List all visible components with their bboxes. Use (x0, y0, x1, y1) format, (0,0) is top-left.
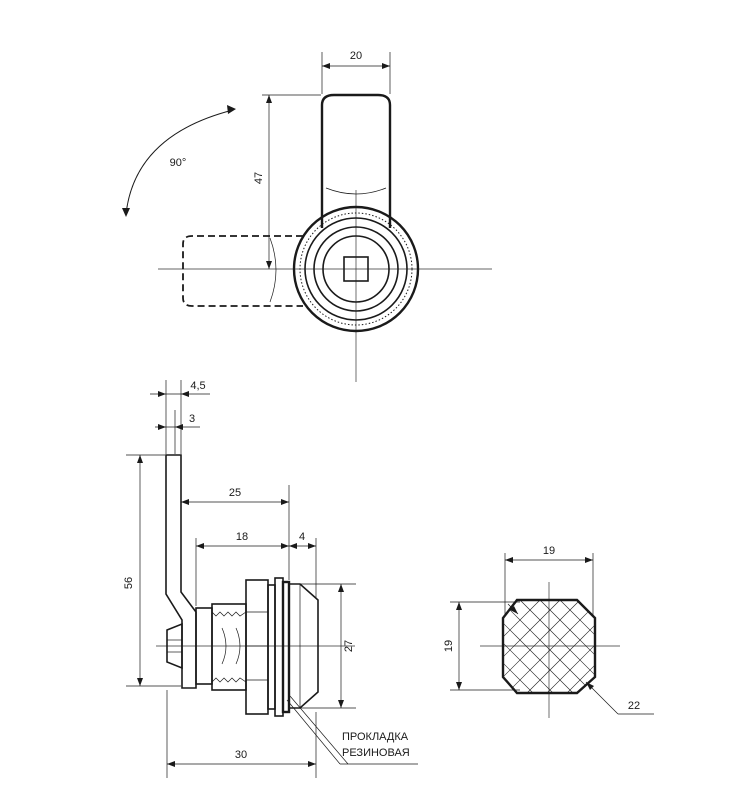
dim-30-arrow-right (308, 761, 316, 767)
cutout-dim-diag-label: 22 (628, 700, 640, 712)
cam-lever-rotated-outline (182, 235, 303, 307)
head-knurl-ring (299, 212, 413, 326)
thread-inner-1 (221, 627, 227, 665)
dim-30-label: 30 (235, 749, 247, 761)
rotation-arrow-bottom (122, 208, 130, 217)
rotation-arrow-top (227, 105, 236, 114)
rotation-angle-label: 90° (170, 157, 187, 169)
dim-56-arrow-top (137, 455, 143, 463)
dim-27-arrow-top (338, 584, 344, 592)
cutout-dim-width-label: 19 (543, 545, 555, 557)
gasket-leader-1 (286, 699, 341, 765)
square-key-slot (343, 256, 369, 282)
rotation-arc (125, 109, 234, 215)
dim-25-arrow-left (181, 499, 189, 505)
washer-2 (274, 577, 284, 717)
dim-20-arrow-right (382, 63, 390, 69)
gasket-leader-2 (289, 695, 349, 765)
dim-56-arrow-bottom (137, 678, 143, 686)
dim-47-label: 47 (253, 172, 265, 184)
dim-3-label: 3 (189, 413, 195, 425)
rubber-gasket (281, 580, 291, 714)
dim-4-label: 4 (299, 531, 305, 543)
thread-top (211, 611, 247, 617)
dim-18-label: 18 (236, 531, 248, 543)
cam-plate (165, 454, 197, 689)
cutout-dim-diag-arrow-top (510, 606, 518, 614)
washer-1 (267, 584, 276, 710)
dim-4-arrow-left (289, 543, 297, 549)
head-ring-2 (304, 217, 408, 321)
dim-3-arrow-left (158, 424, 166, 430)
cutout-dim-height-arrow-top (456, 602, 462, 610)
dim-45-arrow-left (158, 391, 166, 397)
head-outer-ring (292, 205, 420, 333)
dim-45-label: 4,5 (190, 380, 205, 392)
dim-30-arrow-left (167, 761, 175, 767)
cutout-outline (501, 598, 597, 695)
dim-4-arrow-right (308, 543, 316, 549)
cutout-dim-height-arrow-bottom (456, 682, 462, 690)
cutout-view: 19 19 22 (443, 545, 654, 718)
dim-47-arrow-top (266, 95, 272, 103)
cutout-dim-diag-arrow-bottom (586, 682, 594, 690)
side-view: 4,5 3 25 18 4 56 (123, 380, 418, 778)
cam-lever-rotated-bend (269, 237, 277, 303)
cutout-hatching (503, 600, 595, 693)
gasket-label-line1: ПРОКЛАДКА (342, 731, 409, 743)
gasket-label-line2: РЕЗИНОВАЯ (342, 747, 410, 759)
threaded-body (211, 603, 247, 691)
dim-56-label: 56 (123, 577, 135, 589)
dim-47-arrow-bottom (266, 261, 272, 269)
cutout-dim-height-label: 19 (443, 640, 455, 652)
front-view: 20 47 90° (122, 50, 492, 382)
dim-25-label: 25 (229, 487, 241, 499)
cam-lever-outline (320, 93, 392, 228)
dim-3-arrow-right (175, 424, 183, 430)
dim-18-arrow-left (196, 543, 204, 549)
dim-27-label: 27 (343, 640, 355, 652)
dim-20-label: 20 (350, 50, 362, 62)
head-ring-3 (313, 226, 399, 312)
dim-27-arrow-bottom (338, 700, 344, 708)
dim-18-arrow-right (281, 543, 289, 549)
thread-bottom (211, 677, 247, 683)
end-nut (166, 622, 183, 670)
lock-nut (245, 579, 269, 715)
thread-inner-2 (235, 627, 241, 665)
dim-25-arrow-right (281, 499, 289, 505)
dim-20-arrow-left (322, 63, 330, 69)
cutout-dim-width-arrow-right (585, 557, 593, 563)
head-ring-4 (322, 235, 390, 303)
cam-lever-bend-line (325, 187, 387, 195)
dim-45-arrow-right (181, 391, 189, 397)
cutout-dim-width-arrow-left (505, 557, 513, 563)
